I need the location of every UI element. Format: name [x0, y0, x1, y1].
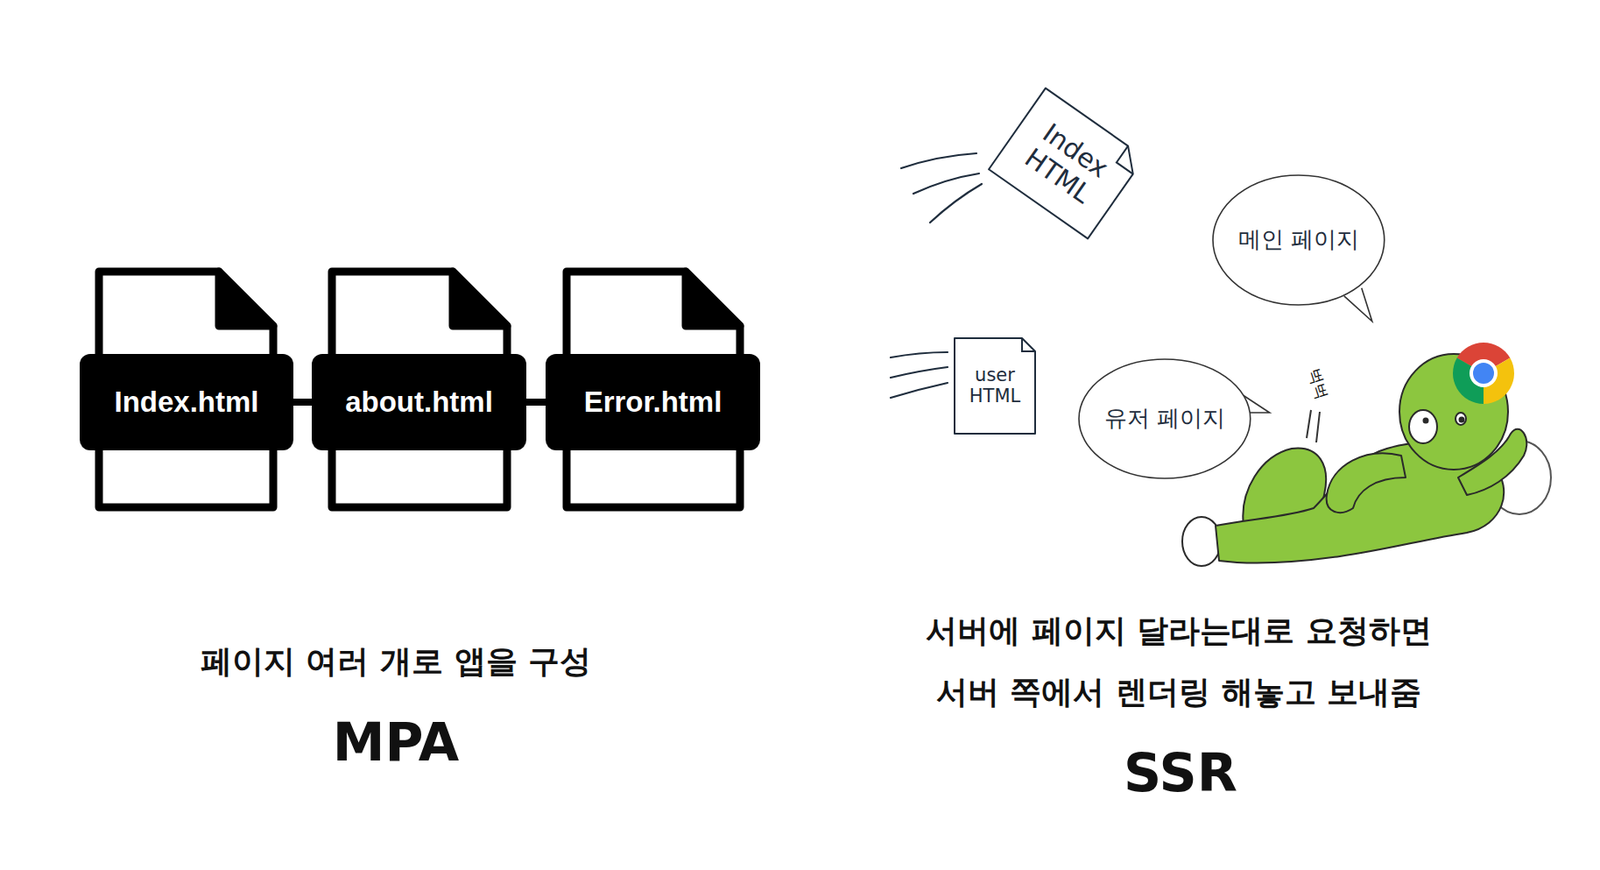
- speech-bubble: 메인 페이지: [1211, 173, 1387, 307]
- paper-text: user HTML: [964, 364, 1026, 407]
- file-connector: [526, 398, 546, 406]
- logo-ring: [1469, 359, 1498, 388]
- paper-fold: [1022, 338, 1036, 352]
- file-fold: [452, 271, 508, 326]
- snout: [1409, 409, 1438, 444]
- bubble-ellipse: [1212, 175, 1385, 305]
- file-outline: [98, 271, 274, 508]
- bubble-text: 메인 페이지: [1238, 226, 1360, 254]
- bubble-ellipse: [1078, 359, 1251, 479]
- speed-line: [930, 183, 982, 223]
- head: [1399, 353, 1509, 470]
- file-icon: [98, 271, 741, 508]
- html-paper: user HTML: [953, 337, 1037, 435]
- bubble-text: 유저 페이지: [1104, 405, 1226, 432]
- speech-bubble: 유저 페이지: [1077, 357, 1253, 480]
- speed-line: [890, 382, 948, 398]
- paper-sheet: [988, 87, 1145, 239]
- file-label-band: Error.html: [545, 353, 761, 451]
- scratch-lines: [1306, 409, 1320, 443]
- panel-caption: 서버에 페이지 달라는대로 요청하면 서버 쪽에서 렌더링 해놓고 보내줌: [916, 599, 1442, 723]
- paper-fold: [1116, 145, 1145, 174]
- sound-effect: 벅벅: [1303, 366, 1333, 402]
- speed-line: [890, 366, 948, 378]
- file-fold: [218, 271, 274, 326]
- paper-sheet: [954, 338, 1036, 434]
- eye: [1455, 412, 1467, 425]
- arm: [1458, 429, 1527, 495]
- file-outline: [566, 271, 741, 508]
- panel-caption: 페이지 여러 개로 앱을 구성: [200, 641, 592, 680]
- arm: [1326, 452, 1406, 513]
- nostril: [1423, 418, 1429, 423]
- file-name: Index.html: [113, 385, 259, 419]
- file-label-band: Index.html: [79, 353, 294, 451]
- character: [1182, 353, 1551, 566]
- file-connector: [293, 398, 312, 406]
- sock: [1182, 516, 1221, 566]
- file-outline: [331, 271, 508, 508]
- panel-heading: SSR: [1123, 740, 1238, 804]
- file-fold: [685, 271, 741, 326]
- speed-line: [901, 153, 977, 169]
- file-name: about.html: [345, 385, 494, 419]
- logo-center: [1473, 362, 1495, 384]
- html-paper: Index HTML: [987, 86, 1147, 240]
- file-label-band: about.html: [311, 353, 527, 451]
- pupil: [1459, 417, 1465, 423]
- chrome-logo: [1452, 342, 1515, 404]
- file-name: Error.html: [584, 385, 723, 419]
- speed-line: [890, 352, 948, 358]
- panel-heading: MPA: [332, 710, 460, 774]
